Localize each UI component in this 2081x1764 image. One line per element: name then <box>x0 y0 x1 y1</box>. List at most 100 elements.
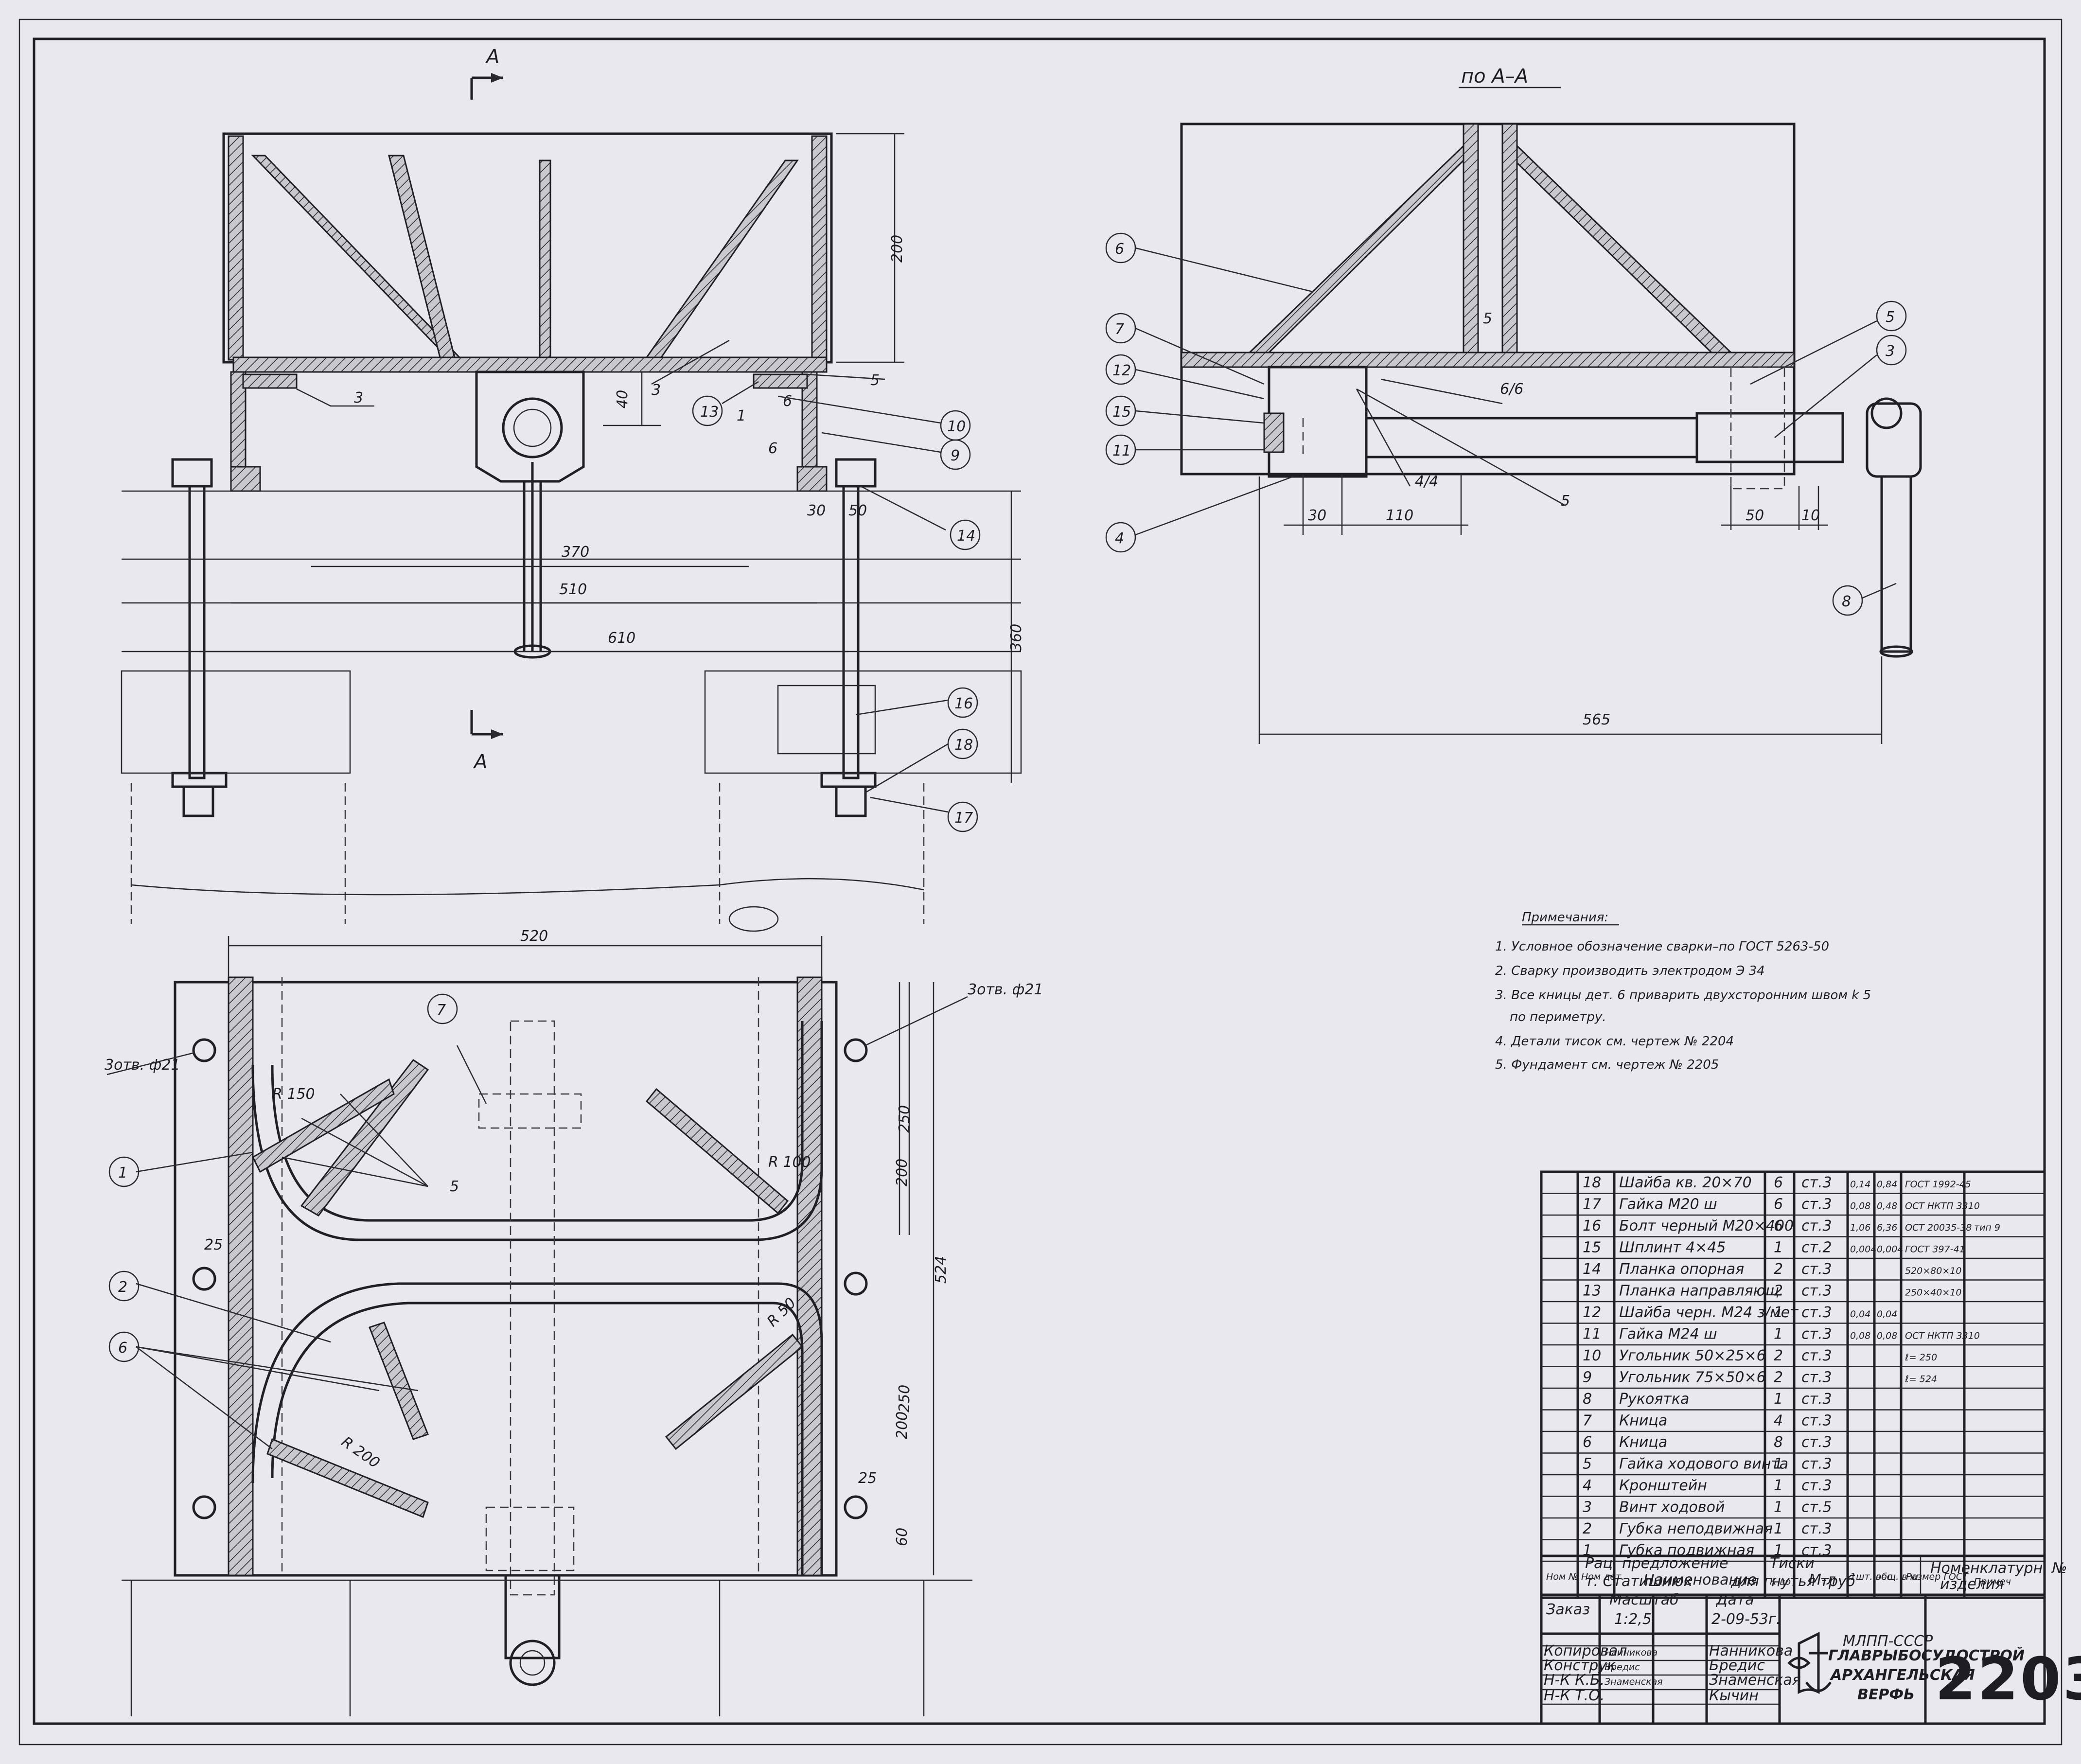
note-2: 2. Сварку производить электродом Э 34 <box>1495 964 1765 978</box>
sheet-frame <box>33 37 2046 1725</box>
bom-header-part: Ном дет. <box>1581 1571 1624 1582</box>
fish-shipyard-emblem-icon <box>1787 1631 1832 1694</box>
bom-cell-mat: ст.3 <box>1801 1477 1832 1494</box>
bom-cell-mat: ст.3 <box>1801 1326 1832 1343</box>
org-line1: МЛПП-СССР <box>1843 1633 1933 1650</box>
dim-30-top: 30 <box>807 502 826 519</box>
bom-header-w1: 1шт. вес <box>1850 1571 1892 1582</box>
bom-cell-name: Шайба кв. 20×70 <box>1619 1174 1752 1191</box>
bom-cell-no: 14 <box>1583 1261 1601 1278</box>
sec-callout-8: 8 <box>1842 593 1851 610</box>
plan-dim-200-b: 200 <box>894 1411 911 1439</box>
plan-callout-1: 1 <box>118 1164 127 1182</box>
bom-cell-qty: 6 <box>1774 1217 1783 1235</box>
bom-cell-name: Планка опорная <box>1619 1261 1744 1278</box>
weld-mark-4: 4/4 <box>1415 473 1438 490</box>
name-3: Кычин <box>1709 1687 1759 1704</box>
bom-cell-name: Кница <box>1619 1412 1667 1429</box>
bom-cell-no: 9 <box>1583 1369 1592 1386</box>
signature-2: Знаменская <box>1605 1676 1663 1687</box>
bom-cell-qty: 1 <box>1774 1304 1783 1321</box>
sec-callout-12: 12 <box>1112 362 1131 379</box>
bom-cell-w2: 0,84 <box>1877 1179 1897 1190</box>
bom-cell-no: 6 <box>1583 1434 1592 1451</box>
bom-cell-no: 18 <box>1583 1174 1601 1191</box>
org-line4: ВЕРФЬ <box>1857 1686 1915 1703</box>
bom-cell-mat: ст.3 <box>1801 1434 1832 1451</box>
sec-callout-15: 15 <box>1112 404 1131 421</box>
sec-dim-50: 50 <box>1746 507 1764 524</box>
bom-cell-no: 16 <box>1583 1217 1601 1235</box>
bom-cell-qty: 1 <box>1774 1391 1783 1408</box>
bom-cell-no: 4 <box>1583 1477 1592 1494</box>
plan-dim-250-b: 250 <box>896 1385 913 1412</box>
plan-callout-6: 6 <box>118 1340 127 1357</box>
bom-cell-mat: ст.3 <box>1801 1261 1832 1278</box>
bom-cell-w1: 0,004 <box>1850 1244 1876 1255</box>
label-3-mid: 3 <box>652 382 661 399</box>
bom-cell-qty: 1 <box>1774 1456 1783 1473</box>
title-line2: для гнутья труб <box>1730 1573 1855 1590</box>
org-line3: АРХАНГЕЛЬСКАЯ <box>1830 1667 1975 1684</box>
bom-cell-mat: ст.3 <box>1801 1369 1832 1386</box>
bom-cell-mat: ст.3 <box>1801 1174 1832 1191</box>
bom-cell-no: 15 <box>1583 1239 1601 1256</box>
bom-cell-no: 7 <box>1583 1412 1592 1429</box>
bom-cell-qty: 8 <box>1774 1434 1783 1451</box>
sec-callout-7: 7 <box>1115 321 1124 338</box>
bom-cell-qty: 1 <box>1774 1326 1783 1343</box>
bom-cell-qty: 1 <box>1774 1239 1783 1256</box>
bom-cell-w1: 0,08 <box>1850 1331 1870 1341</box>
bom-cell-name: Шплинт 4×45 <box>1619 1239 1726 1256</box>
bom-cell-qty: 2 <box>1774 1369 1783 1386</box>
bom-cell-no: 11 <box>1583 1326 1601 1343</box>
weld-mark-5: 5 <box>1561 493 1570 510</box>
bom-cell-size: ОСТ НКТП 3310 <box>1905 1331 1980 1341</box>
bom-cell-qty: 4 <box>1774 1412 1783 1429</box>
name-2: Знаменская <box>1709 1672 1801 1689</box>
signature-1: Бредис <box>1605 1662 1640 1673</box>
note-1: 1. Условное обозначение сварки–по ГОСТ 5… <box>1495 939 1829 954</box>
plan-dim-524: 524 <box>933 1256 950 1284</box>
dim-1: 1 <box>737 407 746 424</box>
bom-cell-name: Гайка М24 ш <box>1619 1326 1717 1343</box>
bom-cell-qty: 1 <box>1774 1477 1783 1494</box>
bom-cell-name: Угольник 75×50×6 <box>1619 1369 1766 1386</box>
scale-value: 1:2,5 <box>1614 1611 1652 1628</box>
bom-cell-name: Угольник 50×25×6 <box>1619 1347 1766 1364</box>
plan-dim-25-left: 25 <box>204 1236 223 1253</box>
bom-cell-mat: ст.3 <box>1801 1304 1832 1321</box>
dim-40: 40 <box>614 390 631 408</box>
callout-13: 13 <box>700 404 719 421</box>
bom-cell-qty: 2 <box>1774 1347 1783 1364</box>
bom-cell-mat: ст.2 <box>1801 1239 1832 1256</box>
bom-cell-name: Губка неподвижная <box>1619 1520 1773 1537</box>
bom-cell-mat: ст.5 <box>1801 1499 1832 1516</box>
bom-header-w2: общ. в кг <box>1876 1571 1921 1582</box>
callout-17: 17 <box>954 810 973 827</box>
bom-cell-size: ГОСТ 1992-45 <box>1905 1179 1971 1190</box>
sec-dim-10: 10 <box>1801 507 1820 524</box>
bom-cell-qty: 1 <box>1774 1520 1783 1537</box>
bom-cell-name: Кронштейн <box>1619 1477 1707 1494</box>
bom-cell-w2: 0,004 <box>1877 1244 1903 1255</box>
bom-cell-no: 2 <box>1583 1520 1592 1537</box>
note-5: 5. Фундамент см. чертеж № 2205 <box>1495 1058 1719 1072</box>
plan-view: 520 250 200 524 250 200 60 25 25 R 150 R… <box>105 928 1043 1716</box>
bom-cell-note: тип 9 <box>1974 1222 2000 1233</box>
bom-cell-no: 10 <box>1583 1347 1601 1364</box>
sec-callout-4: 4 <box>1115 530 1124 547</box>
bom-cell-size: ℓ= 250 <box>1905 1352 1937 1363</box>
bom-cell-mat: ст.3 <box>1801 1391 1832 1408</box>
bom-header-name: Наименование <box>1643 1571 1757 1588</box>
plan-dim-200-a: 200 <box>894 1159 911 1186</box>
section-title: по А–А <box>1461 65 1528 88</box>
title-block: Рац. предложение т. Статишнюк Тиски для … <box>1540 1554 2081 1725</box>
bom-cell-mat: ст.3 <box>1801 1283 1832 1300</box>
notes-heading: Примечания: <box>1522 910 1608 925</box>
plan-dim-250-a: 250 <box>896 1105 913 1133</box>
role-2: Н-К К.Б. <box>1544 1672 1605 1689</box>
sec-dim-30: 30 <box>1308 507 1326 524</box>
